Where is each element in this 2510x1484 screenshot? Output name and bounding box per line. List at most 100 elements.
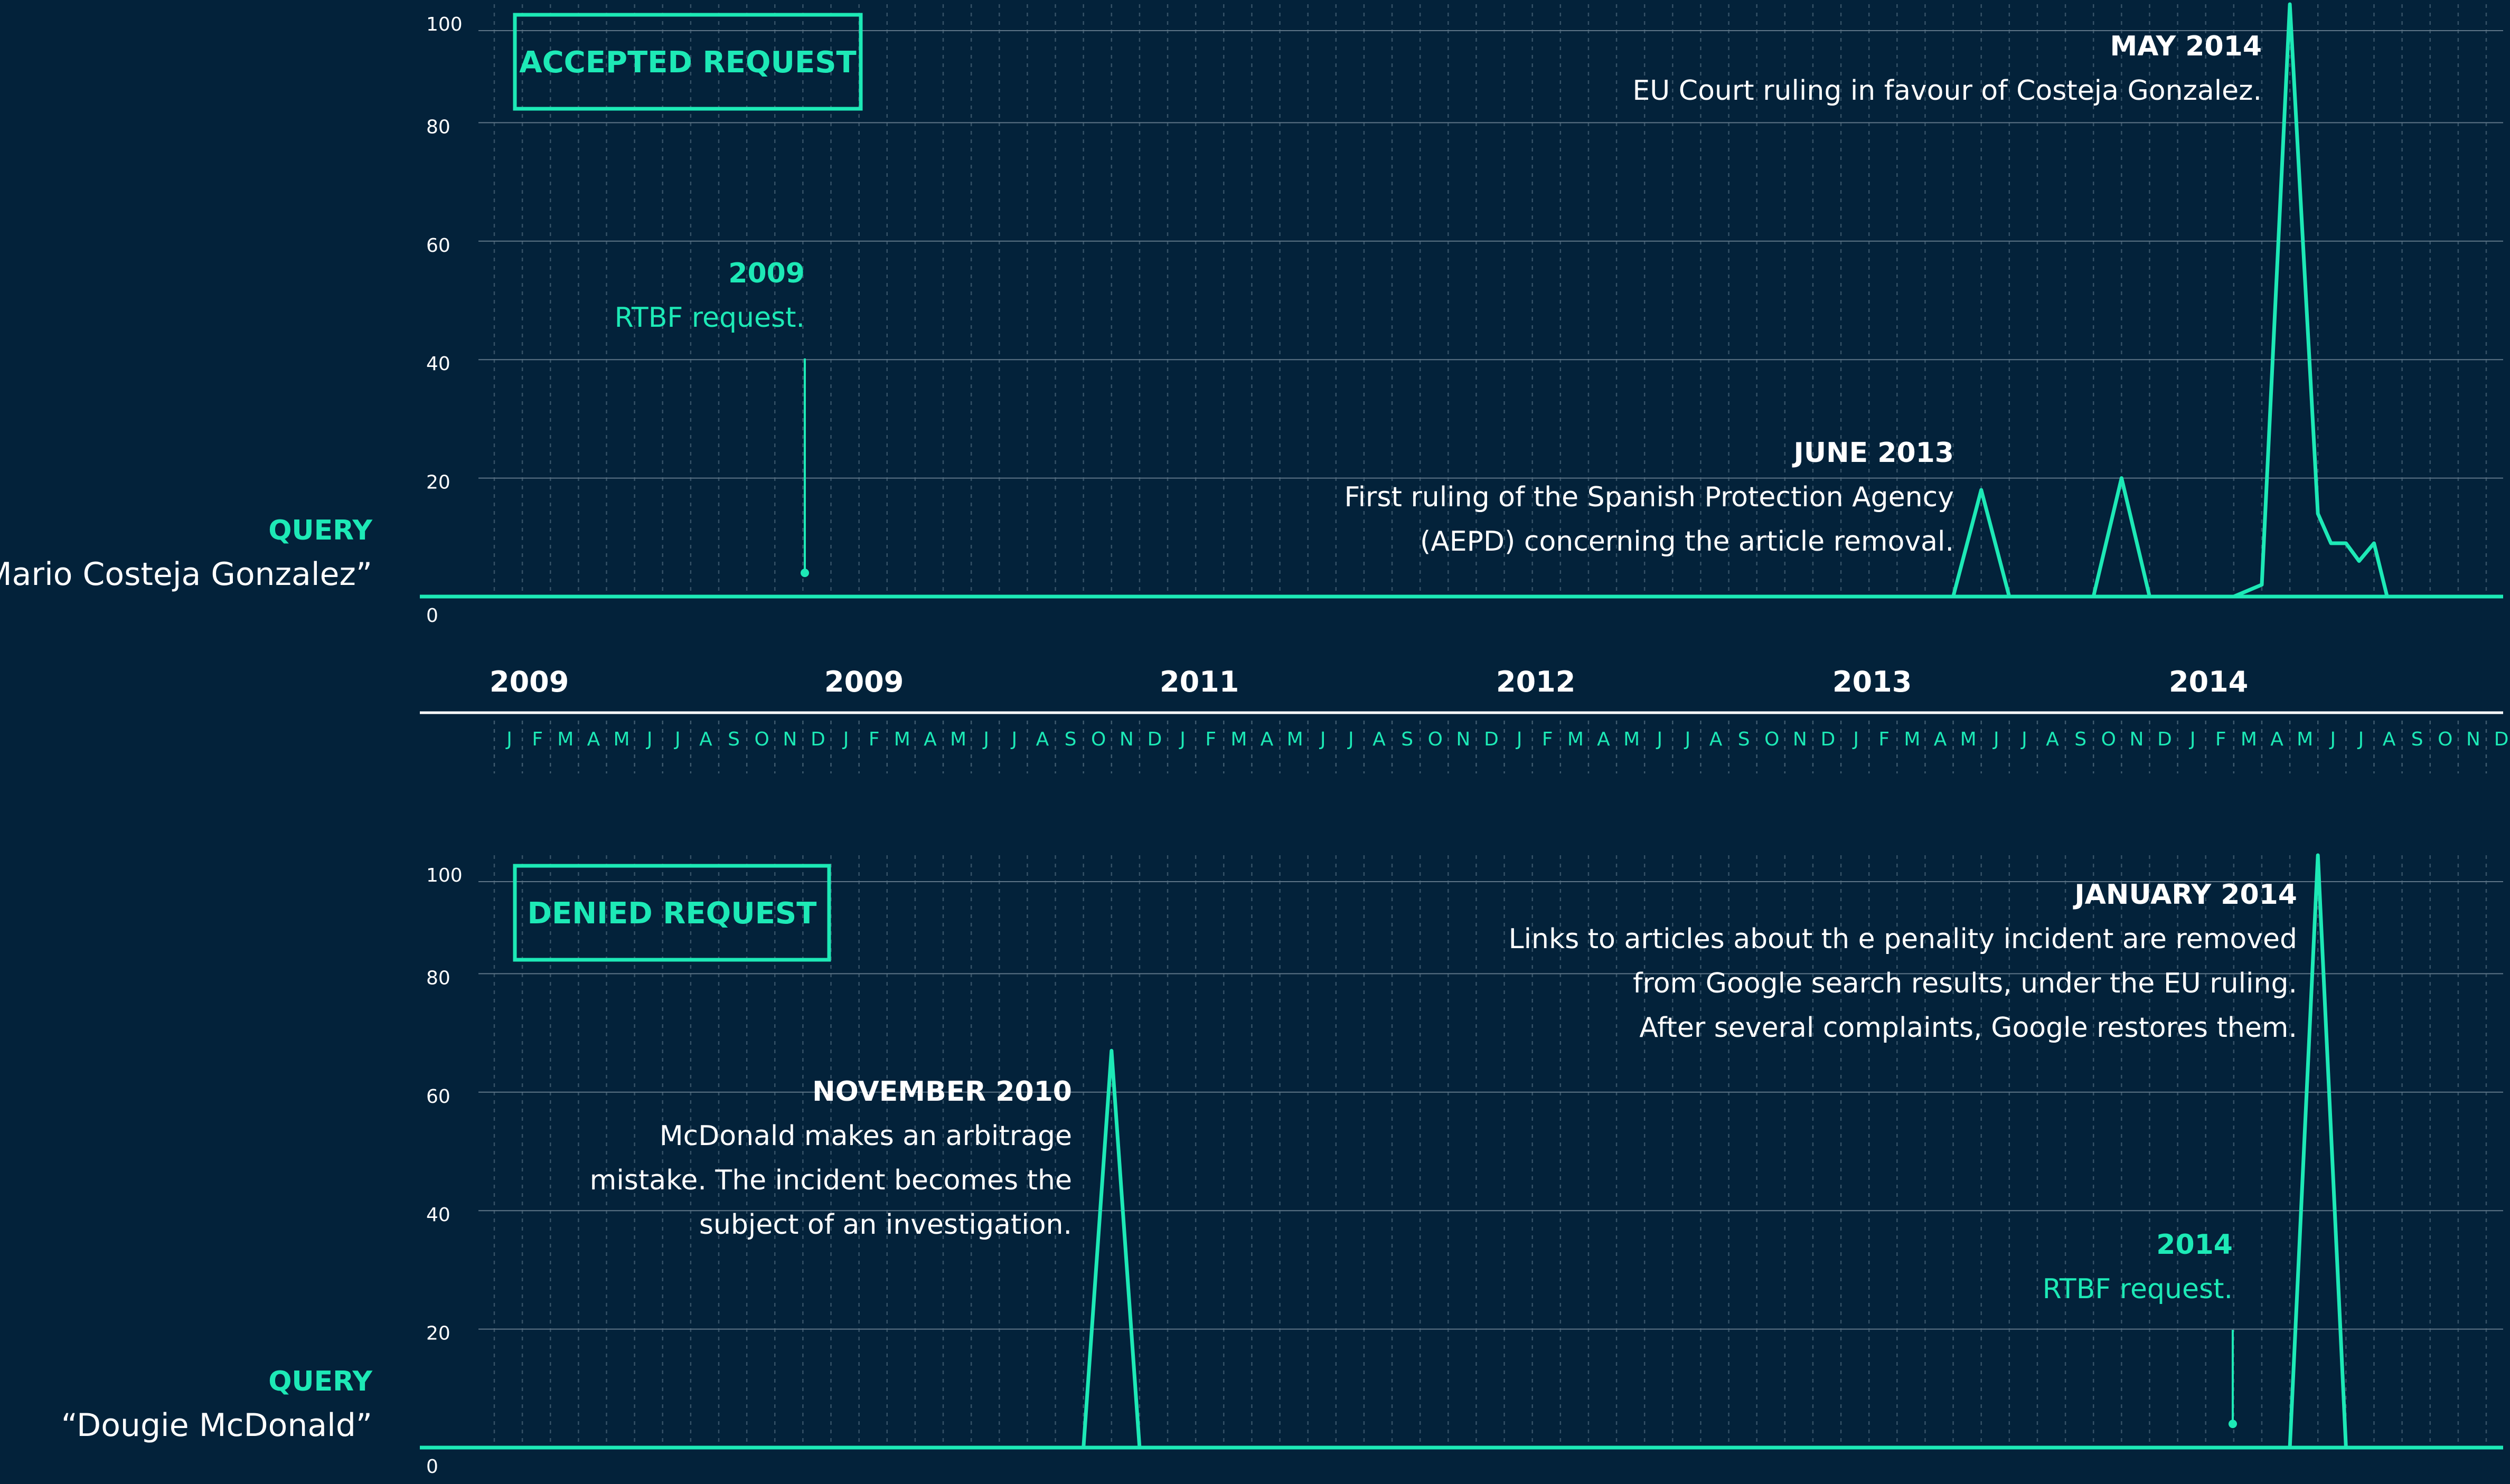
request-badge-frame xyxy=(513,13,863,111)
month-label: S xyxy=(728,729,740,750)
month-label: A xyxy=(1261,729,1274,750)
y-tick-label: 100 xyxy=(426,14,463,35)
month-label: J xyxy=(842,729,849,750)
month-label: O xyxy=(1091,729,1106,750)
month-label: J xyxy=(2357,729,2364,750)
annotation-text: from Google search results, under the EU… xyxy=(1633,968,2297,999)
query-term: “Mario Costeja Gonzalez” xyxy=(0,556,372,593)
annotation-title: 2014 xyxy=(2156,1229,2233,1261)
month-label: M xyxy=(1960,729,1977,750)
month-label: M xyxy=(1623,729,1640,750)
query-label: QUERY xyxy=(268,515,373,546)
annotation-text: Links to articles about th e penality in… xyxy=(1509,923,2297,955)
month-label: M xyxy=(1904,729,1920,750)
month-label: M xyxy=(2297,729,2313,750)
search-interest-line xyxy=(494,2,2486,599)
y-tick-label: 0 xyxy=(426,1456,438,1478)
month-label: J xyxy=(982,729,989,750)
month-label: A xyxy=(587,729,600,750)
month-label: A xyxy=(2383,729,2396,750)
month-label: O xyxy=(1428,729,1443,750)
annotation-text: RTBF request. xyxy=(615,302,805,334)
month-label: J xyxy=(1516,729,1522,750)
search-interest-line xyxy=(494,853,2486,1450)
month-label: N xyxy=(2466,729,2480,750)
month-label: M xyxy=(614,729,630,750)
month-label: A xyxy=(1934,729,1947,750)
query-term: “Dougie McDonald” xyxy=(61,1407,372,1444)
month-label: S xyxy=(1738,729,1750,750)
month-label: A xyxy=(1597,729,1610,750)
annotation-text: (AEPD) concerning the article removal. xyxy=(1420,526,1954,557)
year-label: 2014 xyxy=(2169,665,2248,698)
month-label: O xyxy=(2101,729,2116,750)
annotation-text: First ruling of the Spanish Protection A… xyxy=(1344,481,1954,513)
month-label: S xyxy=(2411,729,2423,750)
y-tick-label: 20 xyxy=(426,472,450,494)
month-label: M xyxy=(894,729,910,750)
month-label: D xyxy=(1148,729,1162,750)
annotation-title: 2009 xyxy=(728,258,805,289)
request-badge-label: ACCEPTED REQUEST xyxy=(519,45,857,80)
month-label: M xyxy=(1567,729,1584,750)
month-label: D xyxy=(1821,729,1836,750)
month-label: A xyxy=(2046,729,2059,750)
month-label: D xyxy=(1484,729,1499,750)
year-label: 2013 xyxy=(1832,665,1912,698)
month-label: F xyxy=(2215,729,2226,750)
month-label: S xyxy=(2074,729,2086,750)
month-label: S xyxy=(1401,729,1413,750)
month-label: M xyxy=(2241,729,2257,750)
annotation-text: EU Court ruling in favour of Costeja Gon… xyxy=(1632,75,2262,107)
annotation-text: McDonald makes an arbitrage xyxy=(660,1120,1072,1152)
annotation-pin-dot xyxy=(2229,1420,2237,1429)
month-label: F xyxy=(1878,729,1889,750)
month-label: N xyxy=(783,729,797,750)
month-label: N xyxy=(1793,729,1807,750)
month-label: J xyxy=(646,729,653,750)
annotation-title: JUNE 2013 xyxy=(1792,437,1954,469)
month-label: A xyxy=(1036,729,1049,750)
y-tick-label: 60 xyxy=(426,1086,450,1108)
month-label: D xyxy=(2157,729,2172,750)
year-label: 2009 xyxy=(824,665,904,698)
y-tick-label: 80 xyxy=(426,116,450,138)
query-label: QUERY xyxy=(268,1366,373,1397)
month-label: F xyxy=(532,729,543,750)
annotation-title: MAY 2014 xyxy=(2110,31,2262,62)
month-label: J xyxy=(1684,729,1691,750)
month-label: J xyxy=(2189,729,2196,750)
month-label: M xyxy=(557,729,574,750)
month-label: M xyxy=(950,729,966,750)
month-label: M xyxy=(1287,729,1303,750)
annotation-text: mistake. The incident becomes the xyxy=(590,1165,1072,1196)
month-label: J xyxy=(674,729,681,750)
month-label: D xyxy=(2494,729,2509,750)
month-label: O xyxy=(755,729,769,750)
month-label: A xyxy=(2270,729,2283,750)
y-tick-label: 40 xyxy=(426,1204,450,1226)
month-label: N xyxy=(1456,729,1470,750)
month-label: N xyxy=(2129,729,2144,750)
annotation-pin-dot xyxy=(801,569,809,578)
annotation-title: JANUARY 2014 xyxy=(2073,879,2297,911)
month-label: J xyxy=(2020,729,2027,750)
year-label: 2011 xyxy=(1160,665,1239,698)
month-label: D xyxy=(811,729,825,750)
month-label: J xyxy=(1011,729,1018,750)
annotation-title: NOVEMBER 2010 xyxy=(812,1076,1072,1108)
month-label: F xyxy=(1542,729,1553,750)
month-label: J xyxy=(1656,729,1662,750)
month-label: J xyxy=(1992,729,1999,750)
request-badge-frame xyxy=(513,864,831,962)
month-label: S xyxy=(1065,729,1077,750)
month-label: A xyxy=(924,729,937,750)
y-tick-label: 100 xyxy=(426,865,463,886)
month-label: F xyxy=(1205,729,1216,750)
month-label: A xyxy=(699,729,712,750)
month-label: J xyxy=(1852,729,1859,750)
